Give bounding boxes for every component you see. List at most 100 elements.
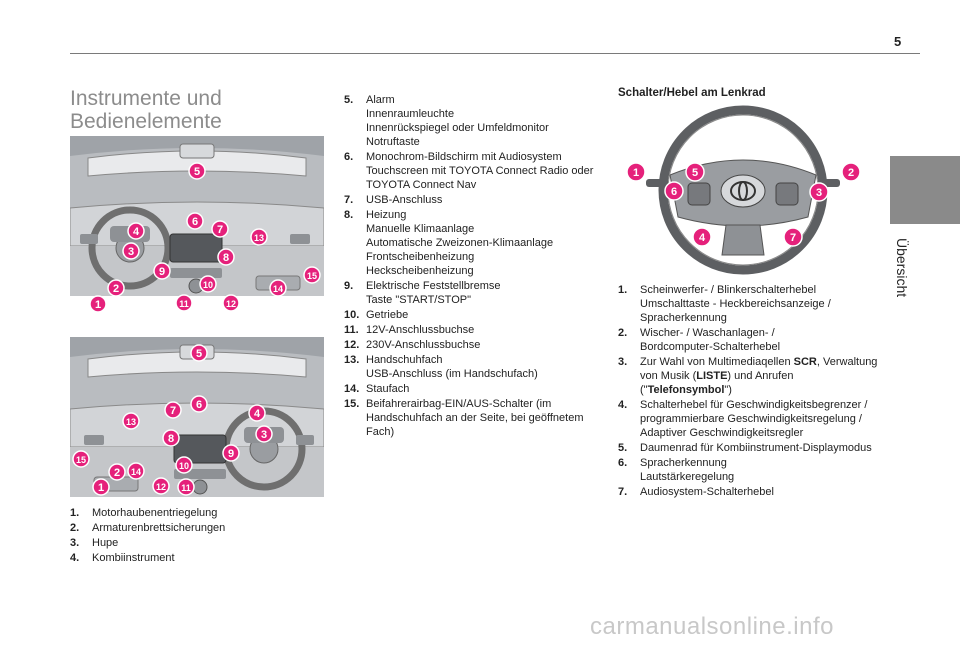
legend-item-number: 2. [618,327,628,339]
steering-wheel-figure [618,105,868,275]
legend-item-number: 12. [344,339,360,351]
legend-item-number: 1. [618,284,628,296]
legend-item-number: 7. [344,194,354,206]
legend-item-text: von Musik (LISTE) und Anrufen ("Telefons… [640,370,794,396]
legend-item-text: Motorhaubenentriegelung [92,507,218,519]
left-legend-list: 1. Motorhaubenentriegelung 2.Armaturenbret… [70,506,320,566]
legend-item-text: Hupe [92,537,119,549]
header-rule [70,53,920,54]
legend-item-text: Fach) [366,426,395,438]
callout-badge-top: 12 [222,294,240,312]
legend-item-number: 9. [344,280,354,292]
legend-item-number: 2. [70,522,80,534]
legend-item-text: Adaptiver Geschwindigkeitsregler [640,427,804,439]
dashboard-figure-lhd [70,136,324,296]
legend-item-text: Staufach [366,383,410,395]
legend-item-number: 7. [618,486,628,498]
legend-item-number: 11. [344,324,359,336]
legend-item-text: Handschuhfach an der Seite, bei geöffnet… [366,412,584,424]
legend-item-text: Daumenrad für Kombiinstrument-Displaymod… [640,442,872,454]
section-tab-label: Übersicht [894,238,910,298]
legend-item-text: Heckscheibenheizung [366,265,474,277]
legend-item-text: Wischer- / Waschanlagen- / [640,327,775,339]
legend-item-text: Monochrom-Bildschirm mit Audiosystem [366,151,562,163]
legend-item: 3. Hupe [70,536,320,550]
legend-item-text: 230V-Anschlussbuchse [366,339,481,351]
legend-item-number: 4. [70,552,80,564]
legend-item-number: 3. [70,537,80,549]
dashboard-rhd-illustration [70,337,324,497]
legend-item-number: 1. [70,507,80,519]
legend-item-text: USB-Anschluss (im Handschufach) [366,368,538,380]
legend-item-text: Scheinwerfer- / Blinkerschalterhebel [640,284,817,296]
legend-item-text: Notruftaste [366,136,420,148]
dashboard-figure-rhd [70,337,324,497]
page-number: 5 [894,34,902,49]
legend-item-text: Innenrückspiegel oder Umfeldmonitor [366,122,549,134]
section-tab-label-wrap: Übersicht [884,232,920,312]
dashboard-lhd-illustration [70,136,324,296]
legend-item-text: Spracherkennung [640,312,727,324]
legend-item-text: USB-Anschluss [366,194,443,206]
legend-item-number: 3. [618,356,628,368]
legend-item-number: 5. [618,442,628,454]
legend-item: 12. 230V-Anschlussbuchse [344,338,594,352]
steering-wheel-illustration [646,105,840,275]
legend-item-text: Elektrische Feststellbremse [366,280,501,292]
legend-item-text: 12V-Anschlussbuchse [366,324,475,336]
legend-item: 14. Staufach [344,382,594,396]
legend-item: 2.Armaturenbrettsicherungen [70,521,320,535]
legend-item-number: 15. [344,398,360,410]
legend-item-text: Automatische Zweizonen-Klimaanlage [366,237,554,249]
legend-item-text: Handschuhfach [366,354,443,366]
callout-badge-top: 1 [89,295,107,313]
watermark: carmanualsonline.info [590,613,834,640]
svg-text:11: 11 [179,299,189,309]
legend-item-number: 6. [618,457,628,469]
callout-badge-top: 11 [175,294,193,312]
legend-item: 1. Motorhaubenentriegelung [70,506,320,520]
legend-item-text: programmierbare Geschwindigkeitsregelung… [640,413,862,425]
legend-item-number: 6. [344,151,354,163]
legend-item-number: 14. [344,383,360,395]
legend-item-text: Audiosystem-Schalterhebel [640,486,774,498]
legend-item-text: Umschalttaste - Heckbereichsanzeige / [640,298,831,310]
legend-item: 2. Wischer- / Waschanlagen- / Bordcomputer… [618,326,880,354]
legend-item-text: Heizung [366,209,407,221]
legend-item: 7. Audiosystem-Schalterhebel [618,485,880,499]
legend-item-text: Getriebe [366,309,409,321]
legend-item-text: Spracherkennung [640,457,727,469]
page-title-line-2: Bedienelemente [70,110,222,133]
legend-item: 4. Schalterhebel für Geschwindigkeitsbegr… [618,398,880,440]
legend-item-text: Lautstärkeregelung [640,471,735,483]
legend-item: 4.Kombiinstrument [70,551,320,565]
legend-item-text: Schalterhebel für Geschwindigkeitsbegren… [640,399,868,411]
legend-item: 3.Zur Wahl von Multimediaqellen SCR, Ver… [618,355,880,397]
legend-item-number: 13. [344,354,360,366]
legend-item-number: 5. [344,94,354,106]
legend-item-text: TOYOTA Connect Nav [366,179,477,191]
legend-item-text: Manuelle Klimaanlage [366,223,475,235]
legend-item-text: Bordcomputer-Schalterhebel [640,341,781,353]
page-title: Instrumente und Bedienelemente [70,87,222,133]
legend-item-number: 10. [344,309,360,321]
legend-item-text: Touchscreen mit TOYOTA Connect Radio ode… [366,165,594,177]
svg-text:12: 12 [226,299,236,309]
legend-item: 7. USB-Anschluss [344,193,594,207]
page-title-line-1: Instrumente und [70,87,222,110]
legend-item-text: Frontscheibenheizung [366,251,475,263]
legend-item-text: Beifahrerairbag-EIN/AUS-Schalter (im [366,398,552,410]
legend-item-number: 4. [618,399,628,411]
legend-item: 5. Daumenrad für Kombiinstrument-Displaym… [618,441,880,455]
legend-item: 11. 12V-Anschlussbuchse [344,323,594,337]
legend-item-text: Alarm [366,94,395,106]
